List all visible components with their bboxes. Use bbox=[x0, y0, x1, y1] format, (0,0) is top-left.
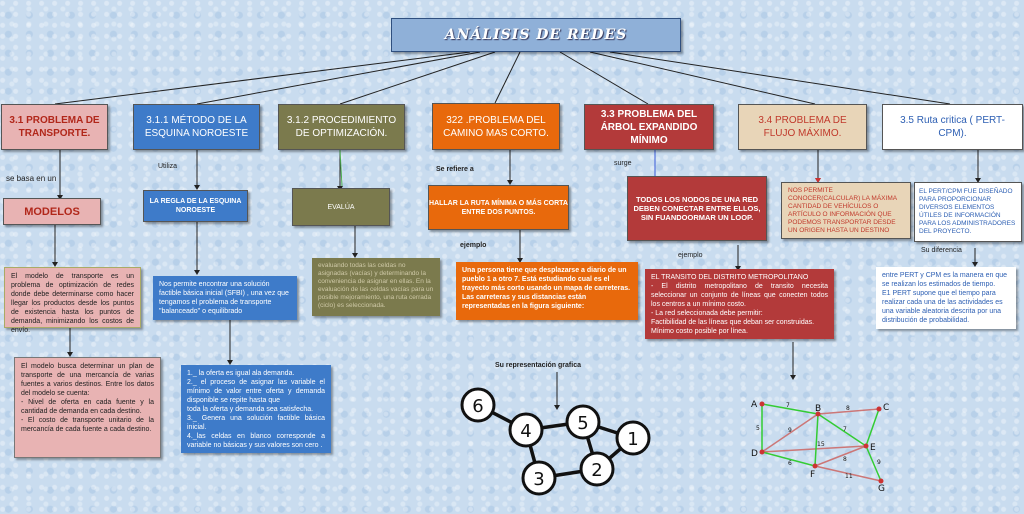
graph-node-label: 1 bbox=[627, 429, 638, 450]
graph-node bbox=[579, 451, 615, 487]
title-text: ANÁLISIS DE REDES bbox=[444, 27, 628, 43]
tree-edge-weight: 8 bbox=[846, 405, 850, 412]
page-title: ANÁLISIS DE REDES bbox=[391, 18, 681, 52]
pert-cpm-difference: entre PERT y CPM es la manera en que se … bbox=[876, 267, 1016, 329]
graph-node bbox=[565, 404, 601, 440]
northwest-steps: 1._ la oferta es igual ala demanda. 2._ … bbox=[181, 365, 331, 453]
label-ejemplo-path: ejemplo bbox=[460, 242, 487, 249]
graph-node bbox=[615, 420, 651, 456]
graph-node-label: 3 bbox=[533, 469, 544, 490]
tree-edge-weight: 6 bbox=[788, 460, 792, 467]
graph-node-label: 4 bbox=[520, 421, 531, 442]
tree-edge-weight: 7 bbox=[843, 426, 847, 433]
label-graphical: Su representación grafica bbox=[495, 362, 581, 369]
shortest-route-box: HALLAR LA RUTA MÍNIMA O MÁS CORTA ENTRE … bbox=[428, 185, 569, 230]
graph-node bbox=[508, 412, 544, 448]
graph-node-label: 5 bbox=[577, 413, 588, 434]
tree-node-label: C bbox=[883, 403, 889, 413]
metro-transit-example: EL TRANSITO DEL DISTRITO METROPOLITANO -… bbox=[645, 269, 834, 339]
northwest-sfbi-text: Nos permite encontrar una solución facti… bbox=[153, 276, 297, 320]
shortest-path-header: 322 .PROBLEMA DEL CAMINO MAS CORTO. bbox=[432, 103, 560, 150]
graph-node-label: 2 bbox=[591, 460, 602, 481]
tree-node-label: D bbox=[751, 449, 758, 459]
tree-edge-weight: 7 bbox=[786, 402, 790, 409]
graph-node bbox=[460, 387, 496, 423]
label-su-diferencia: Su diferencia bbox=[921, 247, 962, 254]
min-spanning-tree-header: 3.3 PROBLEMA DEL ÁRBOL EXPANDIDO MÍNIMO bbox=[584, 104, 714, 150]
critical-path-header: 3.5 Ruta critica ( PERT-CPM). bbox=[882, 104, 1023, 150]
tree-edge-weight: 8 bbox=[843, 456, 847, 463]
transport-problem-header: 3.1 PROBLEMA DE TRANSPORTE. bbox=[1, 104, 108, 150]
transport-definition: El modelo de transporte es un problema d… bbox=[4, 267, 141, 334]
tree-node-label: G bbox=[878, 484, 885, 494]
graph-node bbox=[521, 460, 557, 496]
northwest-rule-box: LA REGLA DE LA ESQUINA NOROESTE bbox=[143, 190, 248, 222]
label-ejemplo-tree: ejemplo bbox=[678, 252, 703, 259]
max-flow-description: NOS PERMITE CONOCER(CALCULAR) LA MÁXIMA … bbox=[781, 182, 911, 239]
tree-edge-weight: 9 bbox=[877, 459, 881, 466]
graph-node-label: 6 bbox=[472, 396, 483, 417]
pert-cpm-description: EL PERT/CPM FUE DISEÑADO PARA PROPORCION… bbox=[914, 182, 1022, 242]
label-utiliza: Utiliza bbox=[158, 163, 178, 170]
max-flow-header: 3.4 PROBLEMA DE FLUJO MÁXIMO. bbox=[738, 104, 867, 150]
optimization-description: evaluando todas las celdas no asignadas … bbox=[312, 258, 440, 316]
tree-edge-weight: 11 bbox=[845, 473, 853, 480]
tree-edge-weight: 15 bbox=[817, 441, 825, 448]
models-box: MODELOS bbox=[3, 198, 101, 225]
evaluates-box: EVALÚA bbox=[292, 188, 390, 226]
tree-node-label: F bbox=[810, 470, 815, 480]
transport-model-data: El modelo busca determinar un plan de tr… bbox=[14, 357, 161, 458]
tree-node-label: B bbox=[815, 404, 821, 414]
tree-node-label: E bbox=[870, 443, 876, 453]
label-se-basa: se basa en un bbox=[6, 174, 57, 183]
label-surge: surge bbox=[614, 160, 632, 167]
northwest-method-header: 3.1.1 MÉTODO DE LA ESQUINA NOROESTE bbox=[133, 104, 260, 150]
shortest-path-example: Una persona tiene que desplazarse a diar… bbox=[456, 262, 638, 320]
optimization-procedure-header: 3.1.2 PROCEDIMIENTO DE OPTIMIZACIÓN. bbox=[278, 104, 405, 150]
label-se-refiere: Se refiere a bbox=[436, 166, 474, 173]
tree-edge-weight: 9 bbox=[788, 427, 792, 434]
tree-node-label: A bbox=[751, 400, 758, 410]
tree-edge-weight: 5 bbox=[756, 425, 760, 432]
spanning-tree-rule-box: TODOS LOS NODOS DE UNA RED DEBEN CONECTA… bbox=[627, 176, 767, 241]
